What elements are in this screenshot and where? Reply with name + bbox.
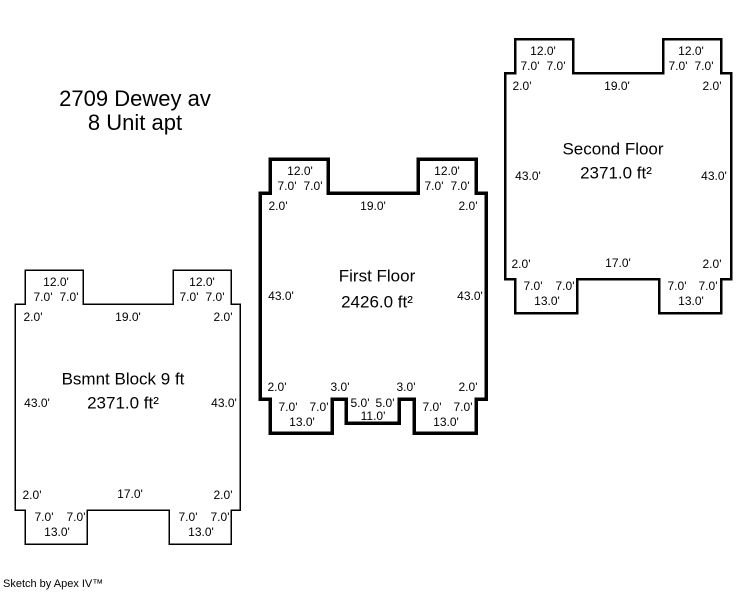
bsmt-dim-bottom-left-tab-left: 7.0' bbox=[34, 510, 54, 524]
second-floor-outline bbox=[503, 37, 733, 315]
sf-dim-top-left-tab-right: 7.0' bbox=[546, 59, 566, 73]
ff-dim-bottom-middle-tab-left: 5.0' bbox=[350, 396, 370, 410]
bsmt-dim-top-right-tab-width: 12.0' bbox=[189, 275, 215, 289]
ff-dim-bottom-right-segment: 3.0' bbox=[396, 380, 416, 394]
ff-dim-top-left-tab-left: 7.0' bbox=[277, 179, 297, 193]
bsmt-dim-bottom-left-tab-right: 7.0' bbox=[66, 510, 86, 524]
sketch-title-address: 2709 Dewey av bbox=[59, 86, 211, 111]
ff-dim-bottom-middle-tab-width: 11.0' bbox=[360, 409, 386, 423]
sf-floor-name: Second Floor bbox=[562, 139, 664, 159]
bsmt-dim-bottom-right-tab-width: 13.0' bbox=[188, 525, 214, 539]
basement-outline bbox=[14, 269, 241, 545]
sf-dim-right-side: 43.0' bbox=[701, 169, 727, 183]
ff-dim-bottom-left-segment: 3.0' bbox=[330, 380, 350, 394]
ff-dim-top-left-tab-right: 7.0' bbox=[303, 179, 323, 193]
sf-floor-area: 2371.0 ft² bbox=[580, 163, 652, 183]
sf-dim-top-right-offset: 2.0' bbox=[702, 79, 722, 93]
ff-dim-right-side: 43.0' bbox=[457, 289, 483, 303]
ff-dim-bottom-right-tab-right: 7.0' bbox=[453, 400, 473, 414]
bsmt-dim-bottom-left-offset: 2.0' bbox=[22, 488, 42, 502]
sf-dim-bottom-left-offset: 2.0' bbox=[511, 257, 531, 271]
bsmt-dim-left-side: 43.0' bbox=[24, 396, 50, 410]
sketch-credit: Sketch by Apex IV™ bbox=[3, 578, 104, 590]
bsmt-dim-top-left-tab-right: 7.0' bbox=[59, 290, 79, 304]
ff-dim-top-right-tab-right: 7.0' bbox=[450, 179, 470, 193]
sf-dim-bottom-left-tab-left: 7.0' bbox=[523, 279, 543, 293]
ff-dim-left-side: 43.0' bbox=[268, 289, 294, 303]
bsmt-dim-top-left-tab-left: 7.0' bbox=[33, 290, 53, 304]
sf-dim-bottom-right-offset: 2.0' bbox=[702, 257, 722, 271]
bsmt-dim-bottom-right-offset: 2.0' bbox=[213, 488, 233, 502]
bsmt-dim-bottom-left-tab-width: 13.0' bbox=[44, 525, 70, 539]
sf-dim-top-right-tab-right: 7.0' bbox=[694, 59, 714, 73]
bsmt-floor-area: 2371.0 ft² bbox=[87, 393, 159, 413]
sf-dim-left-side: 43.0' bbox=[515, 169, 541, 183]
ff-dim-bottom-left-tab-right: 7.0' bbox=[309, 400, 329, 414]
bsmt-dim-right-side: 43.0' bbox=[211, 396, 237, 410]
ff-dim-top-right-tab-width: 12.0' bbox=[434, 164, 460, 178]
sf-dim-bottom-left-tab-width: 13.0' bbox=[534, 294, 560, 308]
ff-dim-bottom-middle-tab-right: 5.0' bbox=[375, 396, 395, 410]
sf-dim-top-right-tab-width: 12.0' bbox=[678, 44, 704, 58]
sf-dim-top-middle: 19.0' bbox=[604, 79, 630, 93]
bsmt-dim-bottom-right-tab-right: 7.0' bbox=[210, 510, 230, 524]
ff-dim-bottom-right-tab-left: 7.0' bbox=[422, 400, 442, 414]
sf-dim-top-right-tab-left: 7.0' bbox=[668, 59, 688, 73]
sf-dim-bottom-right-tab-left: 7.0' bbox=[667, 279, 687, 293]
sf-dim-top-left-tab-width: 12.0' bbox=[530, 44, 556, 58]
bsmt-floor-name: Bsmnt Block 9 ft bbox=[61, 369, 185, 389]
sf-dim-top-left-offset: 2.0' bbox=[512, 79, 532, 93]
ff-dim-bottom-right-offset: 2.0' bbox=[458, 380, 478, 394]
sf-dim-bottom-right-tab-right: 7.0' bbox=[698, 279, 718, 293]
bsmt-dim-top-middle: 19.0' bbox=[115, 310, 141, 324]
ff-dim-bottom-left-tab-left: 7.0' bbox=[278, 400, 298, 414]
first-floor-outline bbox=[258, 157, 488, 435]
ff-dim-bottom-right-tab-width: 13.0' bbox=[433, 415, 459, 429]
bsmt-dim-top-right-tab-left: 7.0' bbox=[179, 290, 199, 304]
bsmt-dim-top-right-offset: 2.0' bbox=[213, 310, 233, 324]
sf-dim-top-left-tab-left: 7.0' bbox=[520, 59, 540, 73]
sf-dim-bottom-right-tab-width: 13.0' bbox=[678, 294, 704, 308]
bsmt-dim-top-left-tab-width: 12.0' bbox=[43, 275, 69, 289]
bsmt-dim-bottom-middle: 17.0' bbox=[117, 487, 143, 501]
ff-floor-area: 2426.0 ft² bbox=[341, 292, 413, 312]
bsmt-dim-top-right-tab-right: 7.0' bbox=[205, 290, 225, 304]
sketch-title-subtitle: 8 Unit apt bbox=[87, 110, 183, 135]
sf-dim-bottom-middle: 17.0' bbox=[605, 256, 631, 270]
bsmt-dim-top-left-offset: 2.0' bbox=[23, 310, 43, 324]
ff-floor-name: First Floor bbox=[338, 266, 416, 286]
ff-dim-top-right-offset: 2.0' bbox=[458, 199, 478, 213]
ff-dim-bottom-left-tab-width: 13.0' bbox=[289, 415, 315, 429]
ff-dim-top-middle: 19.0' bbox=[360, 199, 386, 213]
bsmt-dim-bottom-right-tab-left: 7.0' bbox=[178, 510, 198, 524]
ff-dim-bottom-left-offset: 2.0' bbox=[267, 380, 287, 394]
ff-dim-top-right-tab-left: 7.0' bbox=[424, 179, 444, 193]
sf-dim-bottom-left-tab-right: 7.0' bbox=[555, 279, 575, 293]
ff-dim-top-left-offset: 2.0' bbox=[268, 199, 288, 213]
ff-dim-top-left-tab-width: 12.0' bbox=[287, 164, 313, 178]
